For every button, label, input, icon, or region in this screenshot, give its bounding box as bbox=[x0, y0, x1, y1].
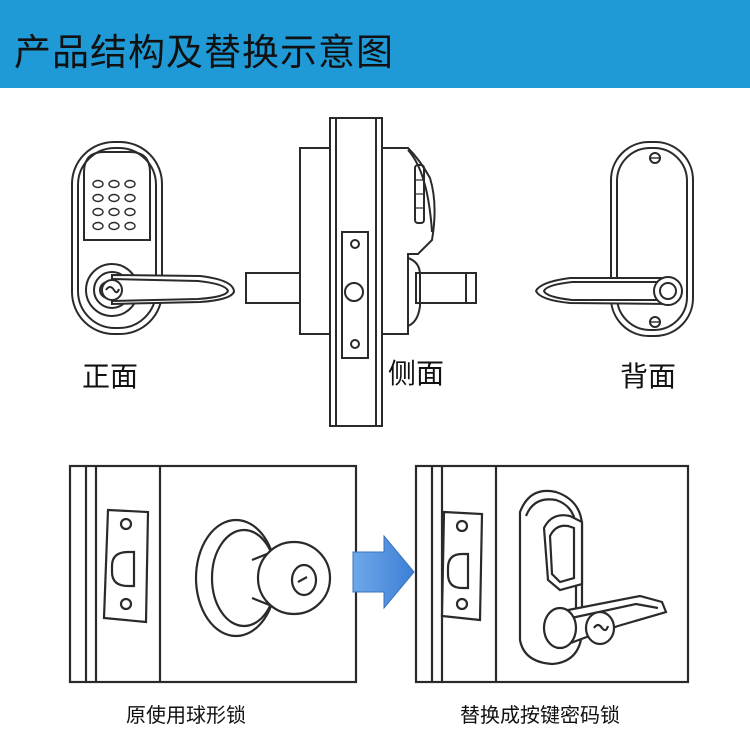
keypad-icon bbox=[92, 179, 136, 231]
side-lock-view bbox=[245, 117, 477, 427]
knob-lock-illustration bbox=[68, 464, 358, 684]
title-banner: 产品结构及替换示意图 bbox=[0, 0, 750, 88]
page-title: 产品结构及替换示意图 bbox=[14, 31, 394, 74]
side-view-label: 侧面 bbox=[388, 357, 445, 390]
before-caption: 原使用球形锁 bbox=[126, 703, 246, 727]
arrow-right-icon bbox=[352, 534, 415, 610]
keypad-lever-lock-illustration bbox=[414, 464, 690, 684]
after-caption: 替换成按键密码锁 bbox=[460, 703, 620, 727]
back-view-label: 背面 bbox=[620, 360, 677, 393]
front-lock-view bbox=[71, 141, 236, 335]
back-lock-view bbox=[534, 141, 694, 337]
front-view-label: 正面 bbox=[82, 360, 139, 393]
